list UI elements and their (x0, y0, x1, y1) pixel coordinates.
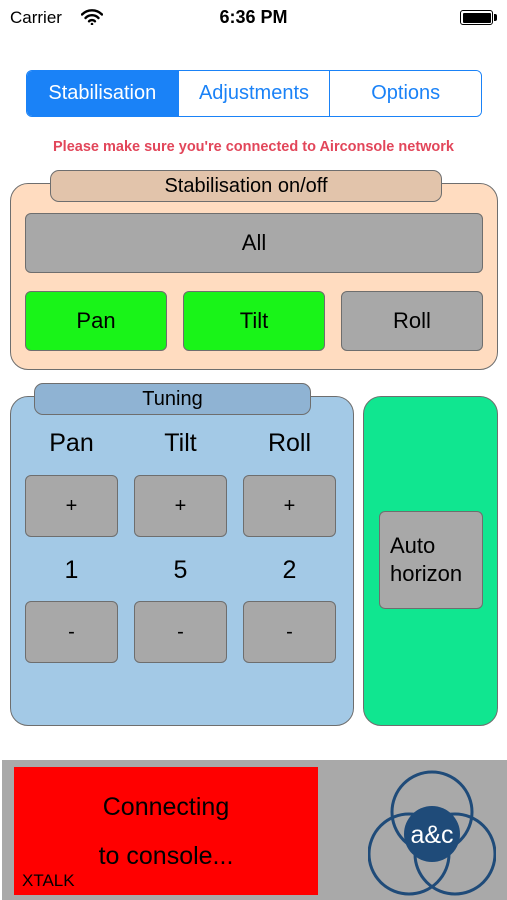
tilt-toggle-button[interactable]: Tilt (183, 291, 325, 351)
ac-logo-icon: a&c (368, 770, 496, 896)
tuning-tilt-label: Tilt (164, 429, 197, 457)
auto-horizon-line2: horizon (390, 561, 463, 586)
roll-decrease-button[interactable]: - (243, 601, 336, 663)
segmented-control: Stabilisation Adjustments Options (26, 70, 482, 117)
network-warning: Please make sure you're connected to Air… (53, 139, 454, 155)
pan-value: 1 (64, 556, 79, 584)
battery-icon (460, 10, 493, 25)
logo-text: a&c (410, 821, 453, 849)
connection-status-line1: Connecting (102, 793, 230, 821)
status-bar: Carrier 6:36 PM (0, 0, 507, 38)
brand-label: XTALK (22, 871, 75, 890)
auto-horizon-line1: Auto (390, 533, 436, 558)
tuning-roll-label: Roll (267, 429, 312, 457)
connection-status-box[interactable] (14, 767, 318, 895)
pan-decrease-button[interactable]: - (25, 601, 118, 663)
pan-increase-button[interactable]: + (25, 475, 118, 537)
tuning-title: Tuning (34, 383, 311, 415)
tab-stabilisation[interactable]: Stabilisation (27, 71, 178, 116)
roll-increase-button[interactable]: + (243, 475, 336, 537)
pan-toggle-button[interactable]: Pan (25, 291, 167, 351)
carrier-label: Carrier (10, 8, 62, 27)
tuning-pan-label: Pan (49, 429, 94, 457)
clock: 6:36 PM (219, 7, 288, 27)
connection-status-line2: to console... (98, 842, 234, 870)
stabilisation-title: Stabilisation on/off (50, 170, 442, 202)
auto-horizon-button[interactable]: Auto horizon (379, 511, 483, 609)
roll-toggle-button[interactable]: Roll (341, 291, 483, 351)
wifi-icon (81, 9, 103, 25)
roll-value: 2 (282, 556, 297, 584)
tilt-value: 5 (173, 556, 188, 584)
tab-options[interactable]: Options (329, 71, 481, 116)
tilt-decrease-button[interactable]: - (134, 601, 227, 663)
all-button[interactable]: All (25, 213, 483, 273)
tilt-increase-button[interactable]: + (134, 475, 227, 537)
battery-tip (494, 14, 497, 21)
tab-adjustments[interactable]: Adjustments (177, 71, 330, 116)
